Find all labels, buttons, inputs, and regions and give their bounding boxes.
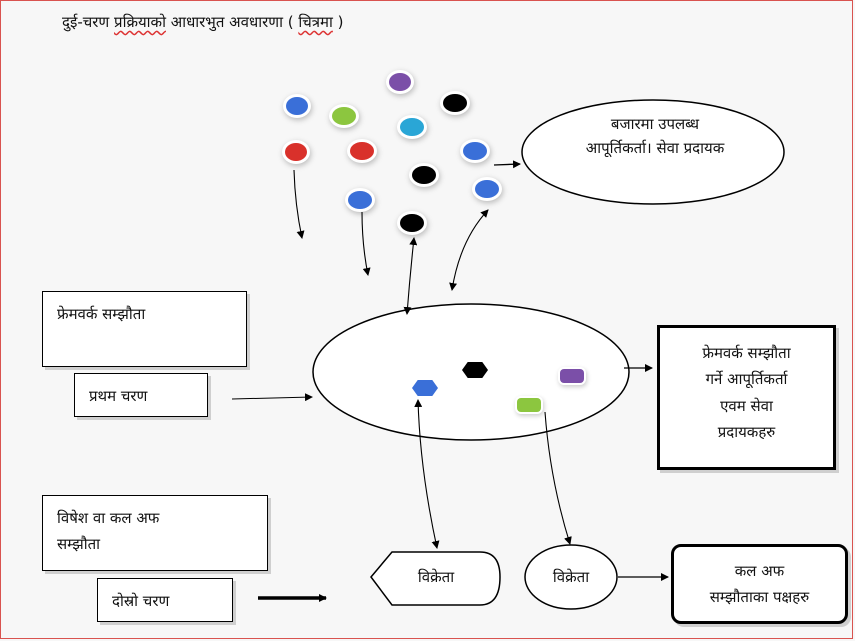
call-off-parties-box: कल अफ सम्झौताका पक्षहरु bbox=[671, 544, 848, 624]
diagram-title: दुई-चरण प्रक्रियाको आधारभुत अवधारणा ( चि… bbox=[62, 13, 344, 31]
second-stage-label: दोस्रो चरण bbox=[97, 578, 233, 622]
arrow-first-stage bbox=[231, 393, 313, 402]
supplier-dot-blue bbox=[286, 97, 308, 115]
supplier-hex-blue bbox=[412, 380, 438, 396]
supplier-dot-purple bbox=[389, 73, 411, 91]
supplier-dot-black bbox=[443, 94, 467, 112]
arrow-to-vendor-right bbox=[544, 411, 572, 545]
market-ellipse: बजारमा उपलब्ध आपूर्तिकर्ता। सेवा प्रदायक bbox=[585, 115, 725, 157]
arrow-to-vendor-left bbox=[414, 399, 440, 549]
framework-note: फ्रेमवर्क सम्झौता bbox=[42, 291, 247, 367]
market-ellipse-shape bbox=[521, 99, 785, 205]
vendor-right-label: विक्रेता bbox=[552, 568, 590, 586]
supplier-hex-black bbox=[462, 362, 488, 378]
supplier-dot-cyan bbox=[400, 118, 424, 136]
supplier-dot-red bbox=[285, 143, 307, 161]
first-stage-label: प्रथम चरण bbox=[74, 373, 208, 417]
supplier-dot-red bbox=[350, 142, 374, 160]
vendor-left-label: विक्रेता bbox=[417, 568, 455, 586]
supplier-pill-purple bbox=[560, 369, 584, 383]
arrow-black-dot bbox=[403, 237, 418, 315]
specific-note: विषेश वा कल अफ सम्झौता bbox=[42, 495, 268, 571]
supplier-dot-black bbox=[412, 166, 436, 184]
vendor-right-ellipse-shape bbox=[524, 544, 618, 610]
supplier-dot-blue bbox=[475, 180, 499, 198]
framework-result-box: फ्रेमवर्क सम्झौता गर्ने आपूर्तिकर्ता एवम… bbox=[657, 325, 836, 470]
supplier-dot-blue bbox=[348, 191, 372, 209]
vendor-left-shape bbox=[370, 551, 501, 606]
supplier-dot-blue bbox=[463, 142, 487, 160]
arrow-to-market bbox=[493, 160, 521, 169]
arrow-red-dot bbox=[293, 169, 305, 239]
arrow-blue-dot bbox=[361, 211, 371, 276]
supplier-pill-green bbox=[517, 398, 541, 412]
supplier-dot-black bbox=[400, 214, 424, 232]
supplier-dot-green bbox=[332, 107, 356, 125]
arrow-blue-dot-right bbox=[449, 209, 489, 291]
